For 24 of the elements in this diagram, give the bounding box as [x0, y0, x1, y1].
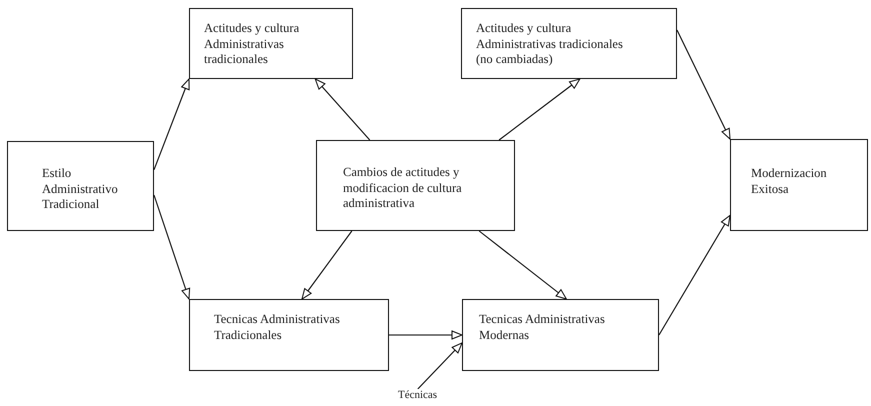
process-box	[730, 139, 868, 231]
box-text: Estilo Administrativo Tradicional	[42, 166, 119, 213]
arrow	[302, 230, 352, 300]
box-text: Tecnicas Administrativas Tradicionales	[214, 312, 341, 344]
box-text: Tecnicas Administrativas Modernas	[479, 312, 606, 344]
arrow	[676, 30, 730, 140]
box-text: Cambios de actitudes y modificacion de cultura administrativa	[343, 165, 463, 212]
arrow	[153, 78, 190, 170]
arrow	[498, 78, 580, 140]
arrow	[389, 330, 462, 340]
box-text: Actitudes y cultura Administrativas tradicionales (no cambiadas)	[476, 21, 624, 68]
arrow	[658, 214, 730, 336]
arrow	[314, 78, 370, 140]
arrow	[478, 230, 567, 300]
box-text: Modernizacion Exitosa	[751, 166, 828, 198]
process-box	[461, 8, 677, 79]
arrow	[417, 342, 462, 390]
process-box	[7, 141, 154, 231]
process-box	[462, 299, 659, 371]
arrow	[153, 194, 190, 300]
process-box	[189, 299, 389, 371]
process-box	[189, 8, 353, 79]
box-text: Actitudes y cultura Administrativas tradicionales	[204, 21, 300, 68]
process-box	[316, 140, 515, 231]
